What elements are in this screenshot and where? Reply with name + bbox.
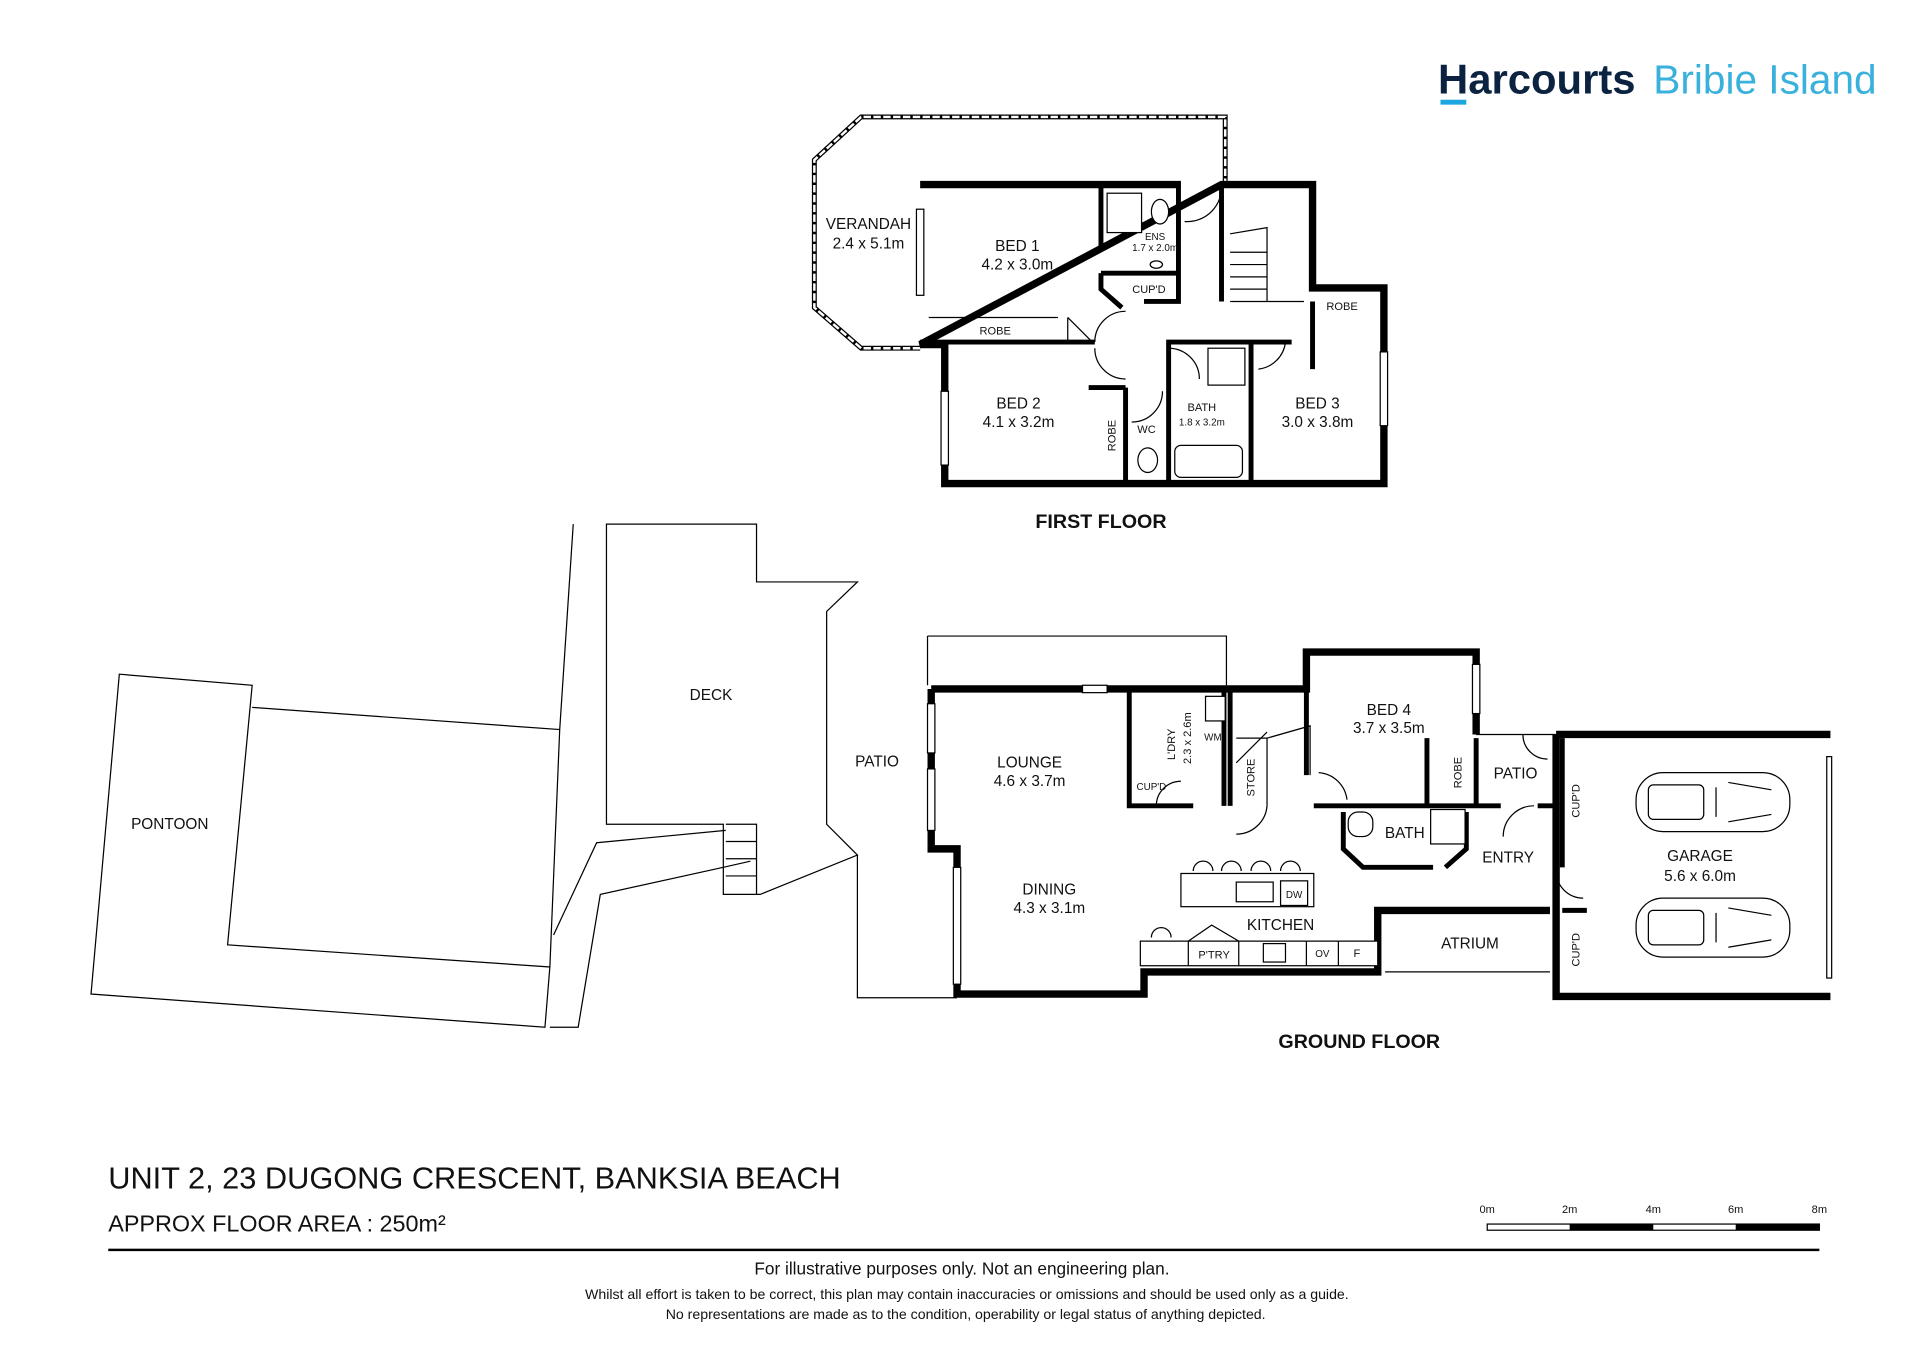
- garage-cupd-1-label: CUP'D: [1570, 784, 1582, 817]
- shower: [1207, 347, 1246, 386]
- dishwasher: [1279, 880, 1309, 907]
- window: [926, 703, 936, 754]
- toilet: [1137, 447, 1159, 474]
- dw-label: DW: [1286, 890, 1303, 901]
- verandah-size: 2.4 x 5.1m: [833, 236, 905, 253]
- patio-west-label: PATIO: [855, 753, 899, 770]
- shower: [1430, 808, 1466, 845]
- cooktop: [1262, 942, 1287, 963]
- logo-office: Bribie Island: [1653, 57, 1876, 103]
- kitchen-bench: [1139, 940, 1379, 967]
- laundry-tub: [1204, 695, 1226, 722]
- basin: [1149, 260, 1164, 269]
- deck-label: DECK: [690, 687, 733, 704]
- first-floor-title: FIRST FLOOR: [1035, 511, 1166, 533]
- car-icon: [1635, 897, 1791, 958]
- bath-label: BATH: [1187, 402, 1216, 414]
- bed2-label: BED 2: [996, 395, 1040, 412]
- logo-brand: Harcourts: [1438, 56, 1636, 103]
- scale-tick: 6m: [1728, 1204, 1743, 1216]
- garage-label: GARAGE: [1667, 848, 1733, 865]
- dining-size: 4.3 x 3.1m: [1013, 900, 1085, 917]
- logo-underline: [1440, 99, 1467, 105]
- bath-size: 1.8 x 3.2m: [1179, 418, 1225, 429]
- wm-label: WM: [1204, 733, 1221, 744]
- disclaimer-3: No representations are made as to the co…: [666, 1306, 1266, 1322]
- lounge-size: 4.6 x 3.7m: [994, 773, 1066, 790]
- patio-east-label: PATIO: [1494, 766, 1538, 783]
- property-address: UNIT 2, 23 DUGONG CRESCENT, BANKSIA BEAC…: [108, 1160, 841, 1195]
- dining-label: DINING: [1022, 881, 1076, 898]
- pontoon-label: PONTOON: [131, 816, 208, 833]
- ldry-cupd-label: CUP'D: [1137, 782, 1167, 793]
- garage-door: [1826, 755, 1833, 979]
- atrium-label: ATRIUM: [1441, 936, 1499, 953]
- bar-stools: [1150, 860, 1301, 938]
- disclaimer-2: Whilst all effort is taken to be correct…: [585, 1286, 1349, 1302]
- fridge-label: F: [1353, 948, 1360, 960]
- window: [952, 866, 962, 985]
- window: [926, 768, 936, 832]
- divider: [108, 1248, 1820, 1252]
- window: [1081, 684, 1108, 694]
- ldry-size: 2.3 x 2.6m: [1182, 712, 1194, 764]
- scale-tick: 4m: [1646, 1204, 1661, 1216]
- robe2-label: ROBE: [1107, 420, 1119, 451]
- verandah-label: VERANDAH: [826, 216, 911, 233]
- oven-label: OV: [1315, 949, 1330, 960]
- wc-label: WC: [1137, 424, 1155, 436]
- bath-label: BATH: [1385, 825, 1425, 842]
- robe1-label: ROBE: [979, 326, 1010, 338]
- entry-label: ENTRY: [1482, 849, 1534, 866]
- robe4-label: ROBE: [1452, 757, 1464, 788]
- car-icon: [1635, 771, 1791, 833]
- cupd-label: CUP'D: [1132, 284, 1165, 296]
- garage-cupd-2-label: CUP'D: [1570, 933, 1582, 966]
- toilet: [1347, 811, 1374, 838]
- shower: [1106, 192, 1143, 234]
- lounge-label: LOUNGE: [997, 755, 1062, 772]
- store-label: STORE: [1246, 759, 1258, 797]
- garage-size: 5.6 x 6.0m: [1664, 868, 1736, 885]
- sink: [1235, 881, 1274, 903]
- disclaimer-1: For illustrative purposes only. Not an e…: [754, 1258, 1169, 1278]
- ens-size: 1.7 x 2.0m: [1132, 243, 1178, 254]
- harcourts-logo: Harcourts Bribie Island: [1438, 56, 1877, 105]
- bed3-label: BED 3: [1295, 395, 1339, 412]
- floor-area: APPROX FLOOR AREA : 250m²: [108, 1210, 446, 1236]
- robe3-label: ROBE: [1326, 301, 1357, 313]
- toilet: [1150, 198, 1170, 225]
- scale-tick: 2m: [1562, 1204, 1577, 1216]
- deck-outline: [605, 523, 859, 896]
- pontoon-outline: [90, 673, 551, 1028]
- scale-tick: 8m: [1812, 1204, 1827, 1216]
- ground-floor-plan: PONTOON DECK PATIO LOUNGE 4.6 x 3.7m DIN…: [90, 523, 1833, 1053]
- window: [915, 208, 925, 296]
- ptry-label: P'TRY: [1198, 949, 1230, 961]
- bed4-size: 3.7 x 3.5m: [1353, 720, 1425, 737]
- window: [1471, 663, 1481, 715]
- bed3-size: 3.0 x 3.8m: [1282, 414, 1354, 431]
- bed1-label: BED 1: [995, 238, 1039, 255]
- ground-floor-title: GROUND FLOOR: [1278, 1031, 1440, 1053]
- kitchen-label: KITCHEN: [1247, 917, 1314, 934]
- bed1-size: 4.2 x 3.0m: [981, 256, 1053, 273]
- scale-tick: 0m: [1480, 1204, 1495, 1216]
- footer: UNIT 2, 23 DUGONG CRESCENT, BANKSIA BEAC…: [108, 1160, 1827, 1322]
- bathtub: [1174, 444, 1244, 478]
- window: [940, 390, 950, 466]
- bed2-size: 4.1 x 3.2m: [983, 414, 1055, 431]
- ldry-label: L'DRY: [1166, 728, 1178, 760]
- first-floor-plan: VERANDAH 2.4 x 5.1m BED 1 4.2 x 3.0m ENS…: [811, 114, 1389, 533]
- ens-label: ENS: [1145, 232, 1166, 243]
- bed4-label: BED 4: [1367, 702, 1412, 719]
- window: [1379, 351, 1389, 427]
- scale-bar: 0m 2m 4m 6m 8m: [1480, 1204, 1827, 1231]
